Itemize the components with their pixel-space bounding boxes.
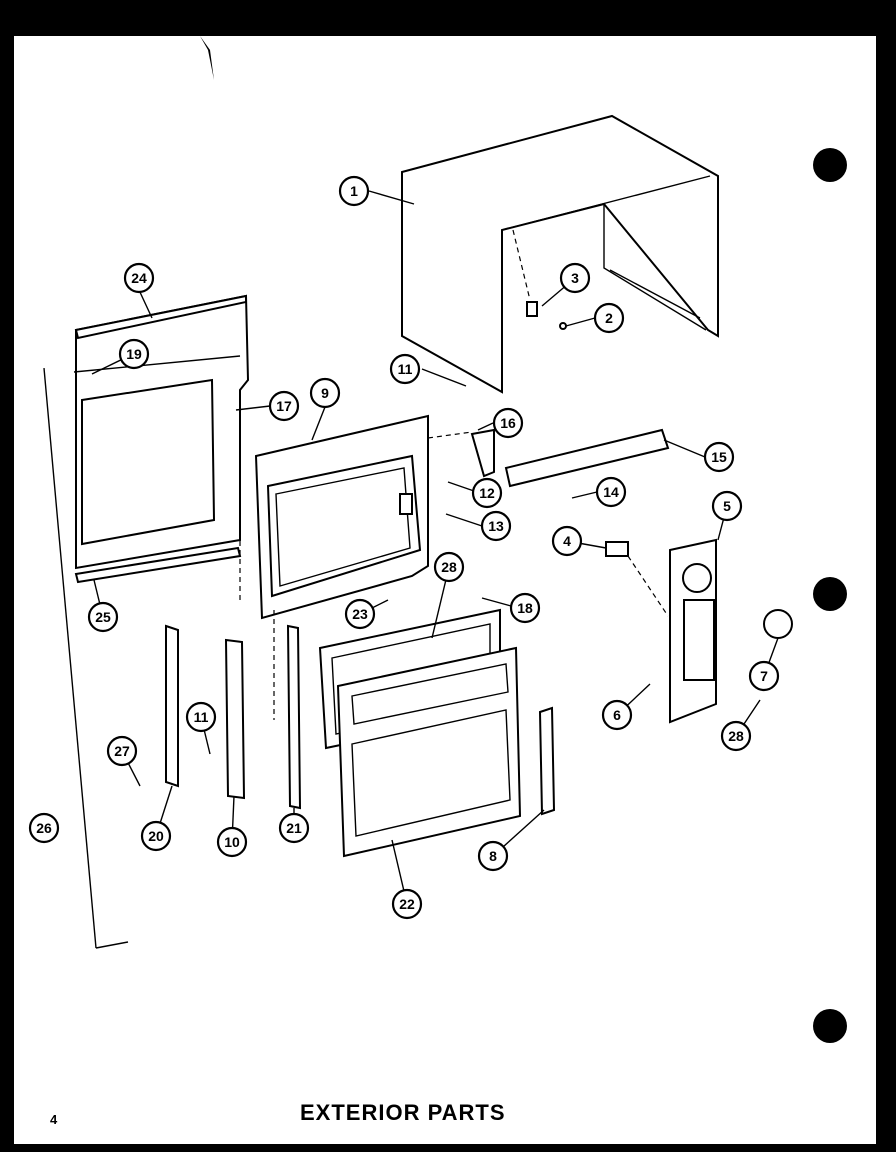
svg-text:24: 24	[131, 270, 147, 286]
top-rail	[427, 428, 670, 488]
binder-hole-bottom	[813, 1009, 847, 1043]
svg-text:12: 12	[479, 485, 495, 501]
svg-text:22: 22	[399, 896, 415, 912]
callout-27: 27	[106, 735, 138, 767]
svg-text:15: 15	[711, 449, 727, 465]
vertical-trims	[165, 460, 302, 810]
svg-text:2: 2	[605, 310, 613, 326]
svg-text:4: 4	[563, 533, 571, 549]
callout-24: 24	[123, 262, 155, 294]
svg-text:14: 14	[603, 484, 619, 500]
callout-25: 25	[87, 601, 119, 633]
scan-border-left	[0, 0, 14, 1152]
scan-border-right	[876, 0, 896, 1152]
callout-17: 17	[268, 390, 300, 422]
callout-22: 22	[391, 888, 423, 920]
control-panel	[605, 538, 793, 724]
callout-13: 13	[480, 510, 512, 542]
svg-text:6: 6	[613, 707, 621, 723]
svg-text:3: 3	[571, 270, 579, 286]
callout-28-top: 28	[433, 551, 465, 583]
callout-6: 6	[601, 699, 633, 731]
svg-text:13: 13	[488, 518, 504, 534]
binder-hole-top	[813, 148, 847, 182]
scan-border-bottom	[0, 1144, 896, 1152]
callout-8: 8	[477, 840, 509, 872]
side-panel	[43, 294, 250, 949]
callout-7: 7	[748, 660, 780, 692]
svg-text:18: 18	[517, 600, 533, 616]
callout-12: 12	[471, 477, 503, 509]
svg-text:21: 21	[286, 820, 302, 836]
callout-1: 1	[338, 175, 370, 207]
svg-text:25: 25	[95, 609, 111, 625]
svg-text:28: 28	[441, 559, 457, 575]
page-number: 4	[50, 1112, 58, 1127]
scan-mark	[200, 36, 214, 80]
callout-23: 23	[344, 598, 376, 630]
svg-text:5: 5	[723, 498, 731, 514]
scan-border-top	[0, 0, 896, 36]
svg-text:26: 26	[36, 820, 52, 836]
callout-28-bottom: 28	[720, 720, 752, 752]
callout-20: 20	[140, 820, 172, 852]
svg-text:11: 11	[398, 361, 413, 377]
callout-21: 21	[278, 812, 310, 844]
callout-2: 2	[593, 302, 625, 334]
front-frame	[254, 414, 429, 620]
svg-text:23: 23	[352, 606, 368, 622]
svg-text:19: 19	[126, 346, 142, 362]
svg-text:11: 11	[194, 709, 209, 725]
door-assembly	[318, 608, 556, 858]
cabinet-bracket	[512, 229, 567, 330]
callout-3: 3	[559, 262, 591, 294]
svg-text:17: 17	[276, 398, 292, 414]
page-title: EXTERIOR PARTS	[300, 1100, 506, 1125]
svg-text:27: 27	[114, 743, 130, 759]
callout-26: 26	[28, 812, 60, 844]
callout-18: 18	[509, 592, 541, 624]
callout-11-top: 11	[389, 353, 421, 385]
svg-text:9: 9	[321, 385, 329, 401]
svg-text:16: 16	[500, 415, 516, 431]
callout-19: 19	[118, 338, 150, 370]
callout-14: 14	[595, 476, 627, 508]
svg-text:20: 20	[148, 828, 164, 844]
svg-text:28: 28	[728, 728, 744, 744]
callout-5: 5	[711, 490, 743, 522]
callout-16: 16	[492, 407, 524, 439]
callout-9: 9	[309, 377, 341, 409]
binder-hole-middle	[813, 577, 847, 611]
callout-10: 10	[216, 826, 248, 858]
cabinet-wrapper	[401, 114, 719, 394]
svg-text:10: 10	[224, 834, 240, 850]
svg-text:7: 7	[760, 668, 768, 684]
svg-text:1: 1	[350, 183, 358, 199]
svg-text:8: 8	[489, 848, 497, 864]
callout-4: 4	[551, 525, 583, 557]
callout-11-bottom: 11	[185, 701, 217, 733]
callout-15: 15	[703, 441, 735, 473]
